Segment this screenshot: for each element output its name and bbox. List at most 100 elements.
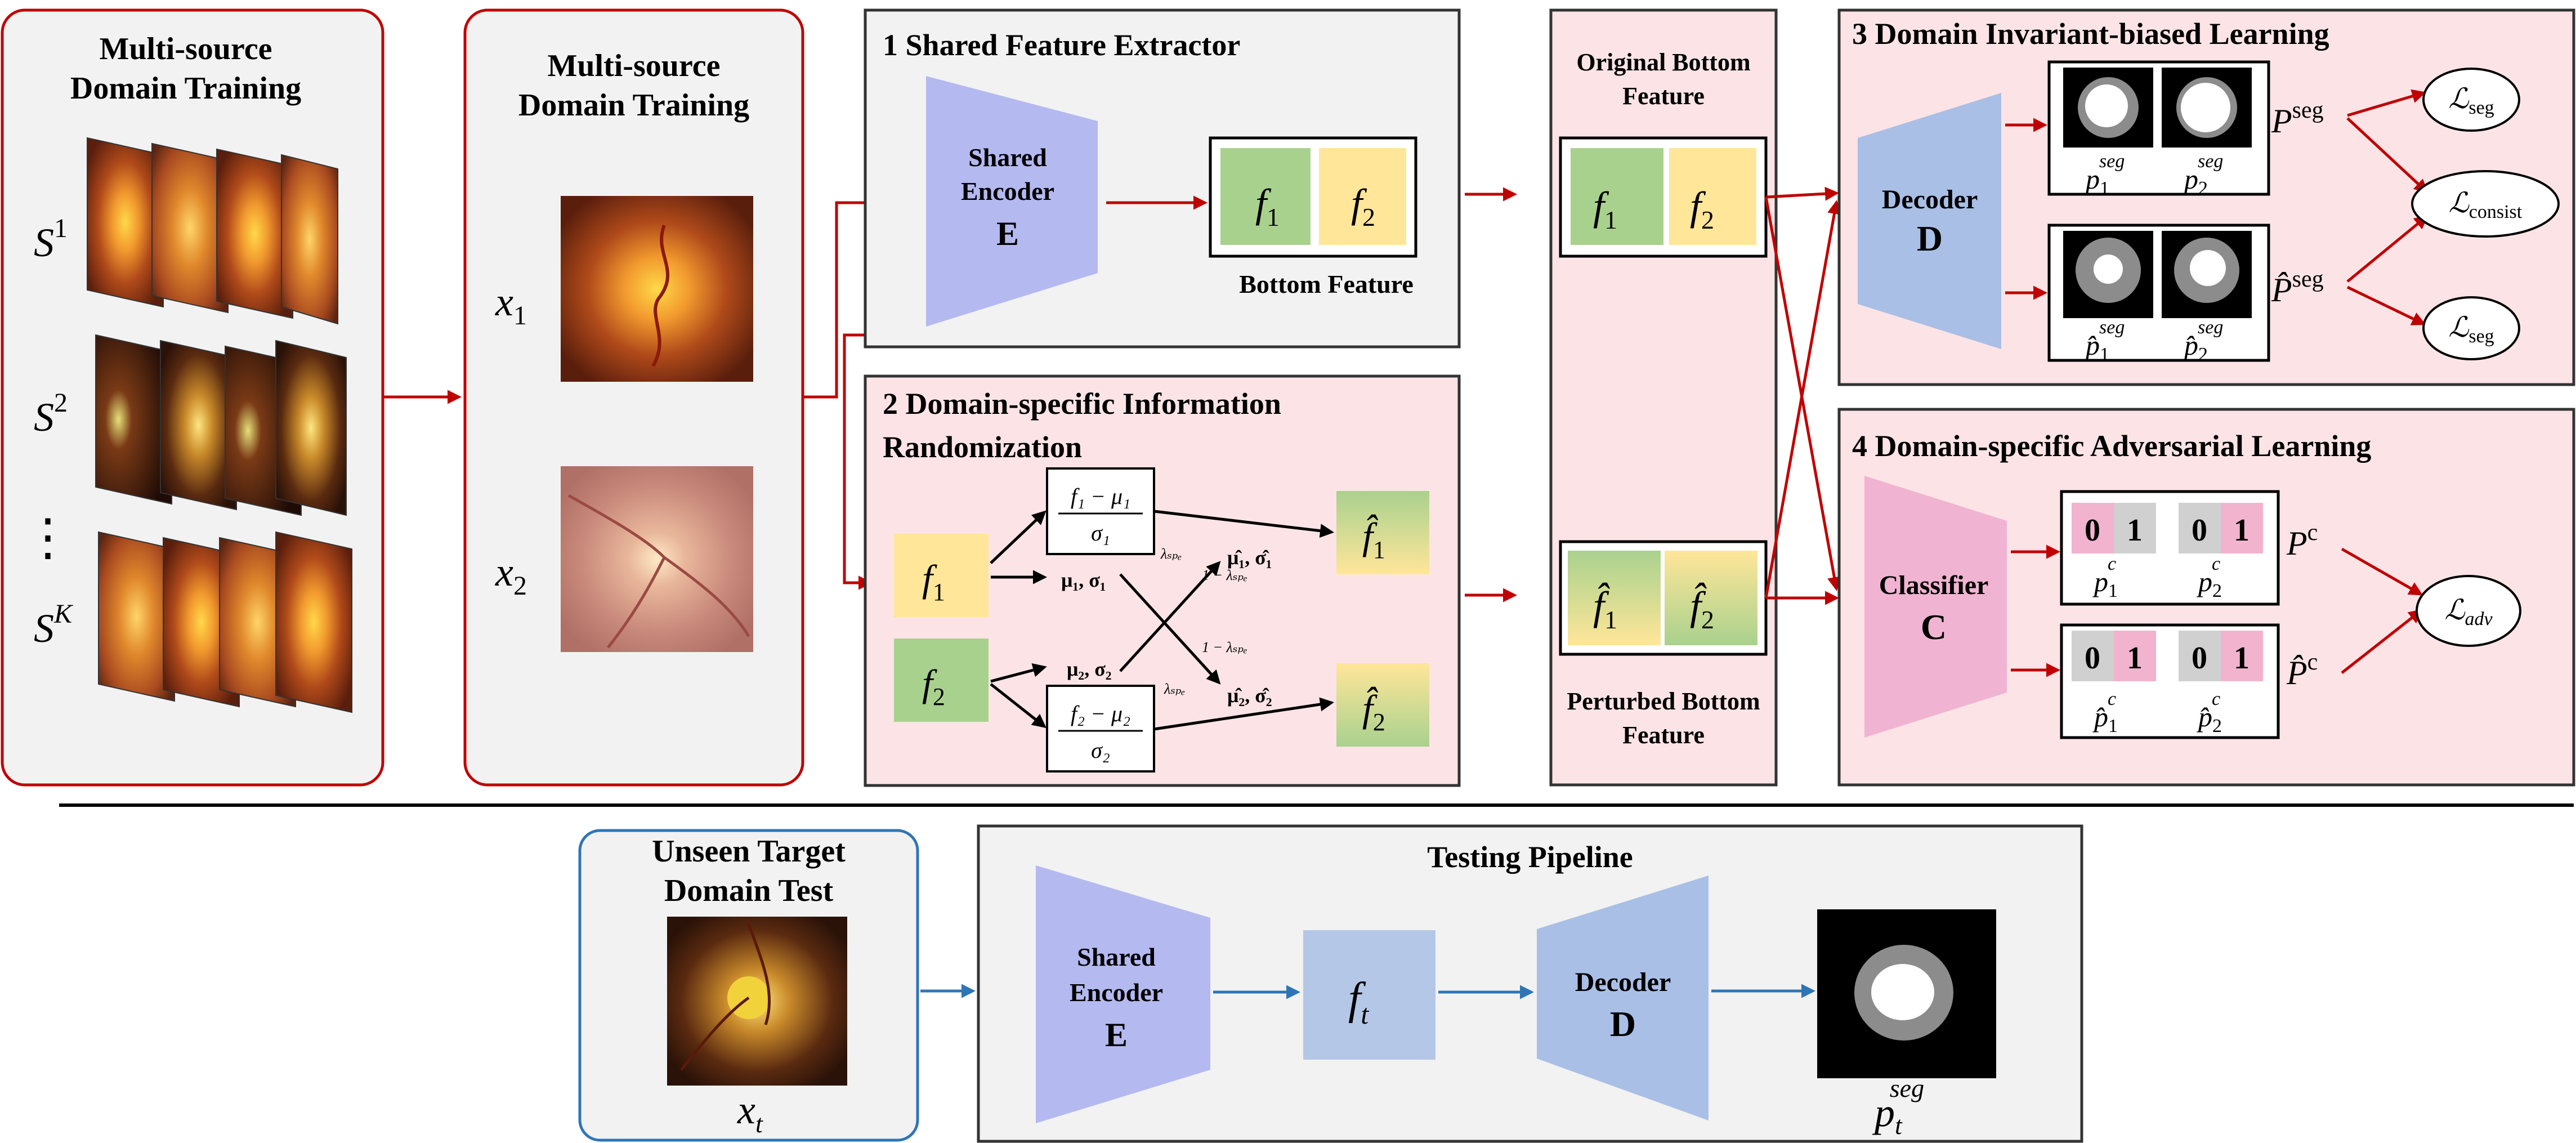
- encoder-label: E: [1105, 1016, 1128, 1053]
- perturbed-feature-caption: Feature: [1622, 721, 1705, 749]
- mixing-line: [1119, 573, 1221, 685]
- mixing-line: [1119, 561, 1221, 672]
- label-pt-seg: ptseg: [1872, 1074, 1924, 1140]
- decoder-label: D: [1610, 1004, 1636, 1044]
- decoder-label: Decoder: [1575, 967, 1671, 997]
- panel-title: Domain Test: [664, 873, 834, 908]
- fundus-image-x1: [561, 196, 753, 382]
- encoder-label: Encoder: [1070, 978, 1163, 1007]
- bottom-feature-caption: Bottom Feature: [1239, 270, 1414, 298]
- label-p2-hat-seg: p̂2seg: [2183, 317, 2223, 365]
- arrow: [2346, 285, 2426, 325]
- vessel: [680, 923, 771, 1071]
- multi-source-panel-right: Multi-source Domain Training x1 x2: [463, 8, 804, 787]
- multi-source-panel-left: Multi-source Domain Training S1 S2 ⋮ SK: [1, 8, 384, 787]
- vessel: [651, 224, 669, 367]
- label-p1-c: p1c: [2092, 553, 2118, 601]
- fundus-image-stack-s1: [87, 137, 338, 325]
- label-p2-seg: p2seg: [2183, 151, 2223, 199]
- arrow: [1764, 200, 1841, 599]
- stats-label-2: μ₂, σ₂: [1067, 658, 1112, 680]
- lambda-label: 1 − λₛₚₑ: [1202, 639, 1247, 655]
- arrow: [2341, 547, 2423, 596]
- label-p1-hat-c: p̂1c: [2092, 689, 2118, 736]
- classifier-label: C: [1921, 607, 1947, 647]
- arrow: [990, 683, 1046, 729]
- label-p1-hat-seg: p̂1seg: [2084, 317, 2125, 365]
- features-panel: Original Bottom Feature f1 f2 f̂1 f̂2 Pe…: [1549, 8, 1778, 787]
- classifier: [1864, 476, 2007, 738]
- panel-title: 3 Domain Invariant-biased Learning: [1852, 17, 2329, 51]
- lambda-label: 1 − λₛₚₑ: [1202, 567, 1247, 583]
- cell-value: 1: [2234, 641, 2249, 676]
- stats-label-1: μ₁, σ₁: [1061, 569, 1106, 591]
- fundus-image-stack-s2: [95, 334, 347, 516]
- panel-title: Domain Training: [518, 88, 749, 123]
- vessel: [567, 494, 750, 649]
- arrow: [2341, 609, 2423, 674]
- feature-f1: [1571, 148, 1663, 245]
- cell-value: 1: [2127, 641, 2143, 676]
- hat-stats-label-2: μ̂₂, σ̂₂: [1227, 684, 1272, 707]
- vertical-ellipsis: ⋮: [23, 510, 73, 566]
- lambda-label: λₛₚₑ: [1160, 546, 1182, 562]
- label-P-hat-seg: P̂seg: [2271, 266, 2324, 309]
- fundus-image-x2: [561, 466, 753, 652]
- randomization-panel: 2 Domain-specific Information Randomizat…: [864, 374, 1461, 787]
- cell-pink: [2114, 631, 2156, 681]
- panel-title: 4 Domain-specific Adversarial Learning: [1852, 429, 2371, 463]
- source-label-sk: SK: [34, 599, 74, 651]
- cell-gray: [2179, 631, 2221, 681]
- panel-title: Testing Pipeline: [1427, 840, 1633, 874]
- panel-title: Multi-source: [548, 48, 721, 83]
- panel-title: Unseen Target: [652, 834, 846, 869]
- label-P-seg: Pseg: [2271, 97, 2324, 140]
- arrow: [1765, 186, 1839, 201]
- normalize-numerator: f₂ − μ₂: [1071, 701, 1130, 726]
- loss-label: ℒseg: [2448, 311, 2494, 347]
- encoder-label: Encoder: [961, 177, 1054, 206]
- feature-f1: [894, 534, 989, 617]
- panel-title: Randomization: [883, 430, 1082, 464]
- encoder-label: Shared: [968, 143, 1047, 172]
- invariant-learning-panel: 3 Domain Invariant-biased Learning Decod…: [1837, 8, 2575, 386]
- loss-label: ℒconsist: [2449, 187, 2523, 222]
- label-p2-hat-c: p̂2c: [2197, 689, 2222, 736]
- normalize-box-2: [1046, 685, 1155, 773]
- arrow: [2346, 215, 2429, 283]
- normalize-denominator: σ₁: [1091, 520, 1110, 546]
- cell-value: 0: [2192, 641, 2207, 676]
- sample-label-x1: x1: [495, 279, 527, 331]
- source-label-s2: S2: [34, 388, 68, 440]
- loss-seg-bottom: [2422, 296, 2520, 360]
- cell-value: 1: [2127, 513, 2143, 548]
- panel-title: Multi-source: [100, 32, 272, 66]
- original-feature-caption: Feature: [1622, 82, 1705, 110]
- arrow: [1153, 697, 1334, 731]
- hat-stats-label-1: μ̂₁, σ̂₁: [1227, 546, 1272, 569]
- cell-value: 0: [2192, 513, 2207, 548]
- arrow: [2346, 117, 2429, 194]
- arrow: [990, 510, 1046, 564]
- shared-encoder: [1036, 865, 1210, 1123]
- classifier-label: Classifier: [1879, 570, 1989, 600]
- testing-pipeline-panel: Testing Pipeline Shared Encoder E ft Dec…: [977, 824, 2083, 1143]
- unseen-target-panel: Unseen Target Domain Test xt: [578, 829, 919, 1142]
- cell-value: 0: [2085, 513, 2100, 548]
- cup: [2190, 250, 2226, 286]
- perturbed-feature-caption: Perturbed Bottom: [1567, 687, 1760, 715]
- label-P-c: Pc: [2286, 520, 2318, 562]
- feature-f2: [894, 639, 989, 722]
- label-p2-c: p2c: [2197, 553, 2222, 601]
- cell-value: 0: [2085, 641, 2100, 676]
- sample-label-x2: x2: [495, 550, 527, 601]
- normalize-box-1: [1046, 467, 1155, 555]
- feature-f1: [1220, 148, 1311, 245]
- feature-f2: [1669, 148, 1756, 245]
- loss-adv: [2416, 575, 2521, 647]
- cell-pink: [2221, 631, 2263, 681]
- arrow: [990, 663, 1047, 683]
- label-p1-seg: p1seg: [2084, 151, 2125, 199]
- loss-label: ℒadv: [2444, 594, 2493, 629]
